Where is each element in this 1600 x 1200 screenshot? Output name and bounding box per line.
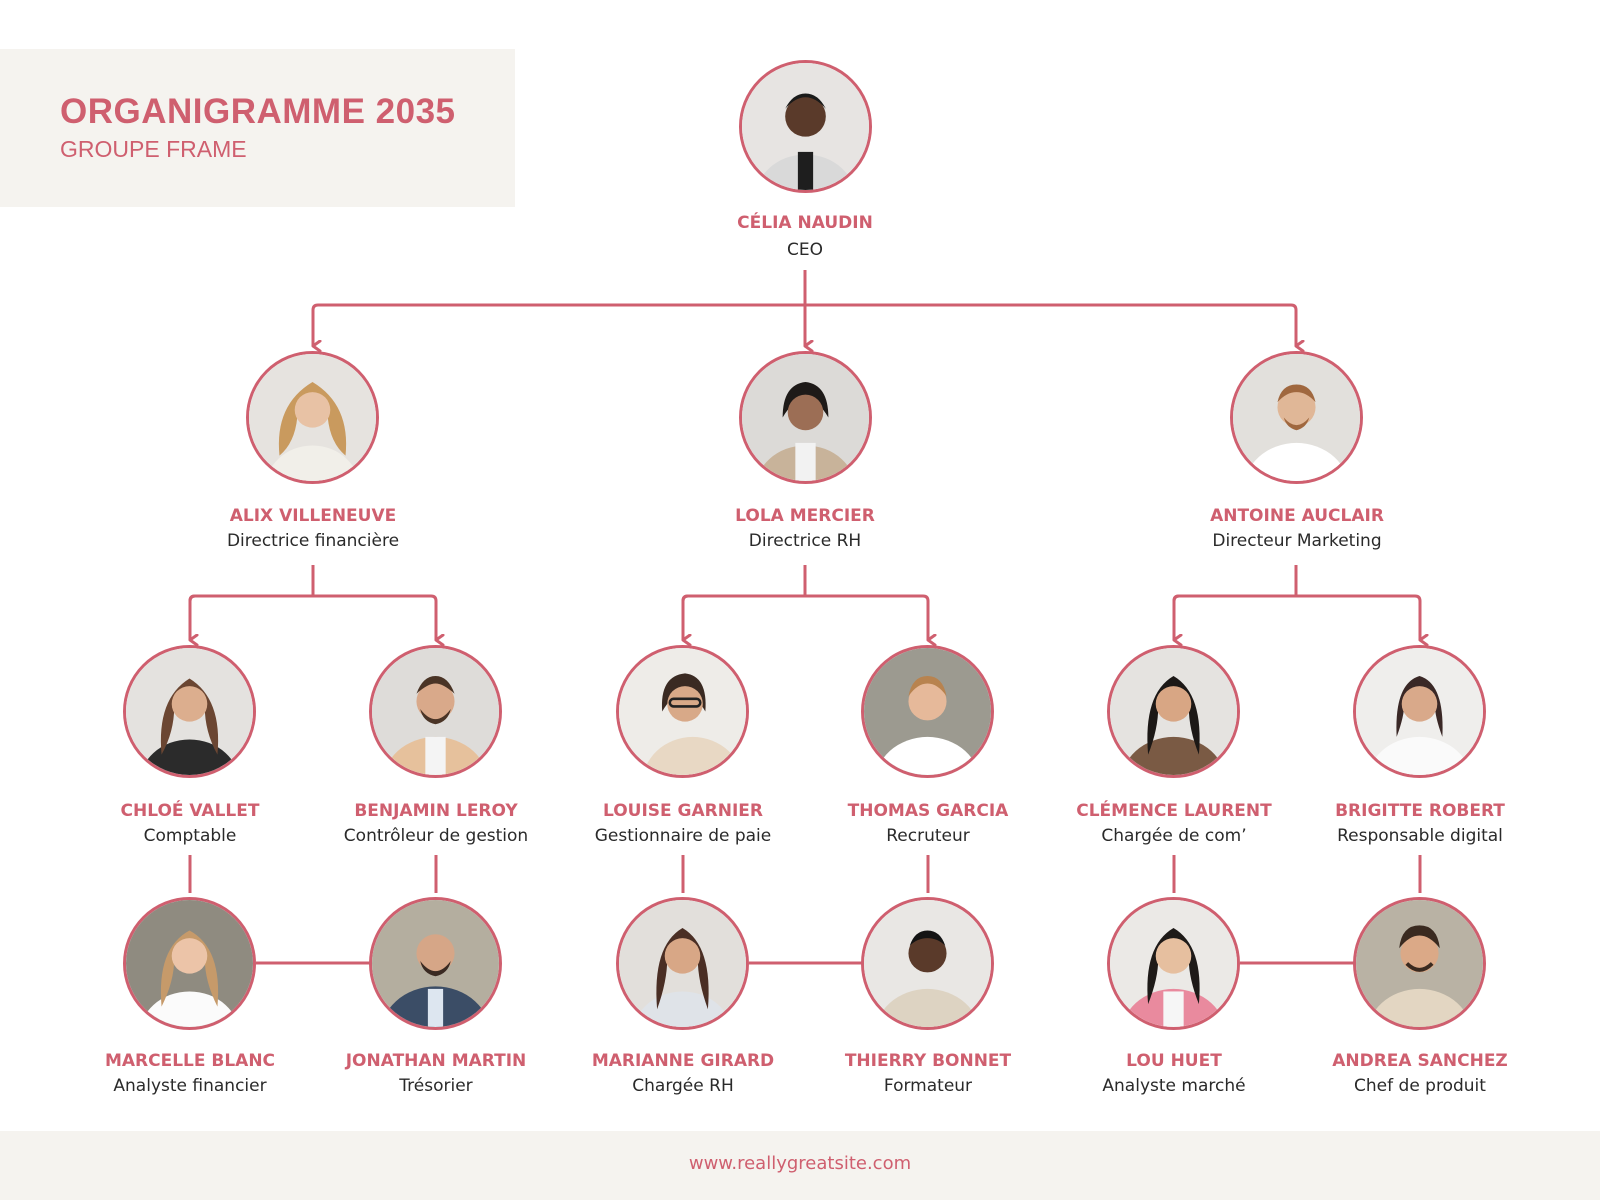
- name-thierry-bonnet: THIERRY BONNET: [844, 1051, 1012, 1071]
- role-alix-villeneuve: Directrice financière: [226, 531, 400, 551]
- connector-ceo-left: [311, 303, 805, 346]
- name-alix-villeneuve: ALIX VILLENEUVE: [229, 506, 397, 526]
- role-antoine-auclair: Directeur Marketing: [1212, 531, 1382, 551]
- person-photo-icon: [249, 354, 376, 481]
- person-photo-icon: [864, 648, 991, 775]
- person-photo-icon: [1233, 354, 1360, 481]
- role-lou-huet: Analyste marché: [1102, 1076, 1246, 1096]
- person-photo-icon: [742, 354, 869, 481]
- role-marcelle-blanc: Analyste financier: [113, 1076, 267, 1096]
- avatar-marcelle-blanc: [123, 897, 256, 1030]
- name-marcelle-blanc: MARCELLE BLANC: [104, 1051, 276, 1071]
- role-thierry-bonnet: Formateur: [883, 1076, 973, 1096]
- role-brigitte-robert: Responsable digital: [1337, 826, 1503, 846]
- avatar-marianne-girard: [616, 897, 749, 1030]
- role-benjamin-leroy: Contrôleur de gestion: [343, 826, 529, 846]
- name-benjamin-leroy: BENJAMIN LEROY: [354, 801, 518, 821]
- person-photo-icon: [372, 648, 499, 775]
- role-louise-garnier: Gestionnaire de paie: [594, 826, 772, 846]
- connector-marketing: [1172, 565, 1420, 640]
- avatar-andrea-sanchez: [1353, 897, 1486, 1030]
- name-andrea-sanchez: ANDREA SANCHEZ: [1332, 1051, 1508, 1071]
- page-title: ORGANIGRAMME 2035: [60, 92, 456, 131]
- name-lou-huet: LOU HUET: [1126, 1051, 1222, 1071]
- avatar-thomas-garcia: [861, 645, 994, 778]
- role-jonathan-martin: Trésorier: [399, 1076, 473, 1096]
- avatar-lou-huet: [1107, 897, 1240, 1030]
- person-photo-icon: [1110, 900, 1237, 1027]
- avatar-thierry-bonnet: [861, 897, 994, 1030]
- person-photo-icon: [742, 63, 869, 190]
- role-marianne-girard: Chargée RH: [632, 1076, 734, 1096]
- name-lola-mercier: LOLA MERCIER: [735, 506, 875, 526]
- person-photo-icon: [864, 900, 991, 1027]
- person-photo-icon: [619, 648, 746, 775]
- title-panel: [0, 49, 515, 207]
- person-photo-icon: [126, 900, 253, 1027]
- name-thomas-garcia: THOMAS GARCIA: [847, 801, 1009, 821]
- avatar-benjamin-leroy: [369, 645, 502, 778]
- name-jonathan-martin: JONATHAN MARTIN: [345, 1051, 527, 1071]
- role-lola-mercier: Directrice RH: [748, 531, 862, 551]
- connector-finance: [188, 565, 436, 640]
- avatar-lola-mercier: [739, 351, 872, 484]
- role-thomas-garcia: Recruteur: [886, 826, 970, 846]
- role-celia-naudin: CEO: [787, 240, 823, 260]
- person-photo-icon: [1356, 648, 1483, 775]
- person-photo-icon: [1356, 900, 1483, 1027]
- footer-bar: [0, 1131, 1600, 1200]
- name-brigitte-robert: BRIGITTE ROBERT: [1335, 801, 1505, 821]
- page-subtitle: GROUPE FRAME: [60, 136, 247, 162]
- avatar-clemence-laurent: [1107, 645, 1240, 778]
- role-clemence-laurent: Chargée de com’: [1101, 826, 1247, 846]
- connector-ceo-right: [805, 303, 1296, 346]
- role-chloe-vallet: Comptable: [143, 826, 237, 846]
- name-marianne-girard: MARIANNE GIRARD: [591, 1051, 775, 1071]
- name-celia-naudin: CÉLIA NAUDIN: [737, 213, 873, 233]
- name-louise-garnier: LOUISE GARNIER: [602, 801, 764, 821]
- avatar-louise-garnier: [616, 645, 749, 778]
- connector-hr: [681, 565, 928, 640]
- person-photo-icon: [372, 900, 499, 1027]
- person-photo-icon: [1110, 648, 1237, 775]
- avatar-chloe-vallet: [123, 645, 256, 778]
- avatar-antoine-auclair: [1230, 351, 1363, 484]
- person-photo-icon: [126, 648, 253, 775]
- avatar-brigitte-robert: [1353, 645, 1486, 778]
- person-photo-icon: [619, 900, 746, 1027]
- name-clemence-laurent: CLÉMENCE LAURENT: [1076, 801, 1272, 821]
- role-andrea-sanchez: Chef de produit: [1354, 1076, 1486, 1096]
- avatar-jonathan-martin: [369, 897, 502, 1030]
- name-antoine-auclair: ANTOINE AUCLAIR: [1210, 506, 1384, 526]
- footer-website-link[interactable]: www.reallygreatsite.com: [688, 1153, 912, 1174]
- avatar-celia-naudin: [739, 60, 872, 193]
- avatar-alix-villeneuve: [246, 351, 379, 484]
- name-chloe-vallet: CHLOÉ VALLET: [120, 801, 260, 821]
